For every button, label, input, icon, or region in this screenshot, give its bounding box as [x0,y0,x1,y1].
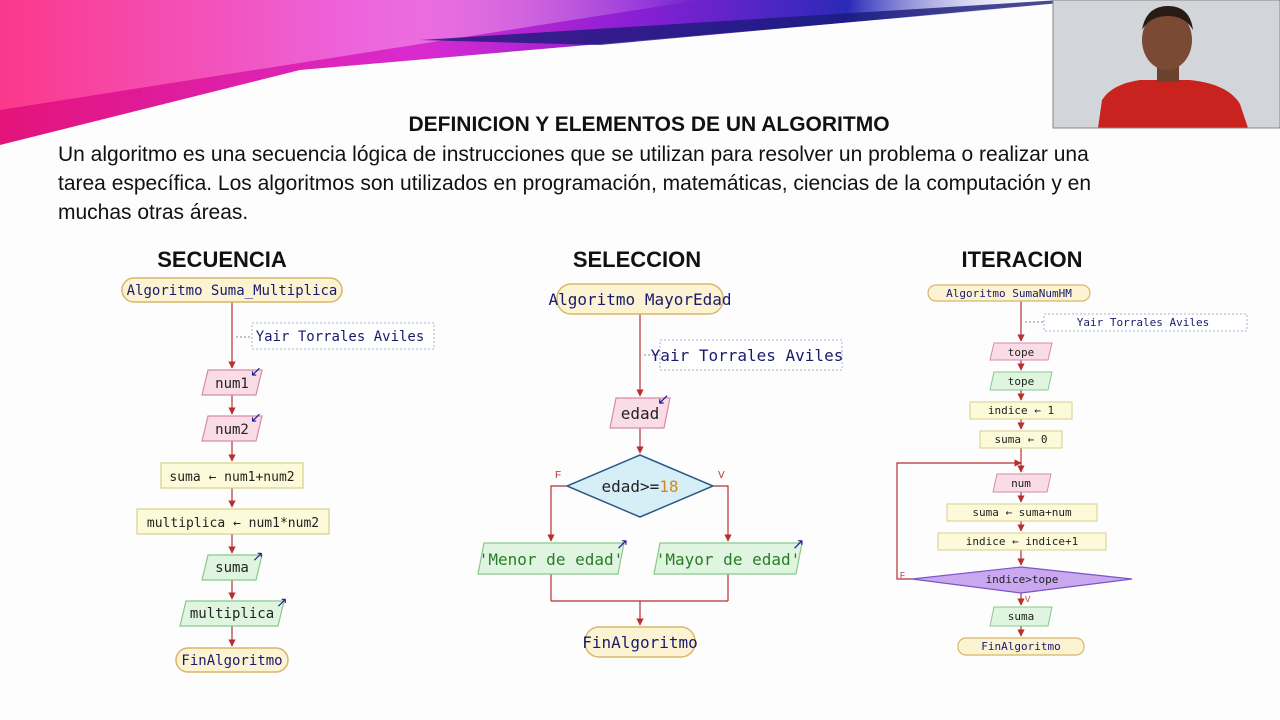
output-suma [201,554,263,581]
output-menor-label: 'Menor de edad' [479,550,624,569]
process-indice-inc [937,532,1107,551]
terminal-end-label: FinAlgoritmo [981,640,1060,653]
comment-box [659,339,843,371]
decorative-banner [0,0,1060,145]
terminal-end [584,626,696,658]
output-arrow-icon: ↗ [276,594,288,610]
output-multiplica-label: multiplica [190,606,274,622]
input-arrow-icon: ↙ [250,409,262,425]
input-arrow-icon: ↙ [250,363,262,379]
output-tope [989,371,1053,391]
comment-box [1043,313,1248,332]
input-num2 [201,415,263,442]
input-tope-label: tope [1008,346,1035,359]
false-branch-label: F [555,470,561,481]
decision-edad-label: edad>=18 [601,477,678,496]
process-multiplica [136,508,330,535]
slide-title: DEFINICION Y ELEMENTOS DE UN ALGORITMO [408,113,889,136]
heading-iteracion: ITERACION [962,247,1083,272]
decision-edad [565,454,715,518]
terminal-start-label: Algoritmo Suma_Multiplica [127,283,338,299]
terminal-end-label: FinAlgoritmo [181,653,282,669]
true-branch-label: V [1025,595,1031,604]
input-num1 [201,369,263,396]
input-edad-label: edad [621,404,660,423]
output-arrow-icon: ↗ [792,536,805,553]
body-line-3: muchas otras áreas. [58,201,248,224]
comment-label: Yair Torrales Aviles [1077,316,1209,329]
output-suma [989,606,1053,627]
terminal-start [121,277,343,303]
heading-secuencia: SECUENCIA [157,247,287,272]
process-indice [969,401,1073,420]
process-suma-label: suma ← num1+num2 [169,470,294,485]
input-num-label: num [1011,477,1031,490]
input-arrow-icon: ↙ [657,391,670,408]
output-arrow-icon: ↗ [252,548,264,564]
body-line-1: Un algoritmo es una secuencia lógica de … [58,143,1089,166]
input-num2-label: num2 [215,422,249,438]
comment-box [251,322,435,350]
process-suma-num-label: suma ← suma+num [972,506,1072,519]
input-tope [989,342,1053,361]
decision-indice-label: indice>tope [986,573,1059,586]
body-line-2: tarea específica. Los algoritmos son uti… [58,172,1091,195]
terminal-start [556,283,724,315]
flowchart-iteracion: Algoritmo SumaNumHM Yair Torrales Aviles… [896,284,1248,656]
output-suma-label: suma [215,560,249,576]
false-branch-label: F [900,571,905,580]
terminal-start-label: Algoritmo MayorEdad [548,290,731,309]
webcam-overlay [1052,0,1280,129]
terminal-end [957,637,1085,656]
output-suma-label: suma [1008,610,1035,623]
decision-indice [911,566,1133,594]
flowchart-seleccion: Algoritmo MayorEdad Yair Torrales Aviles… [477,283,844,658]
process-indice-inc-label: indice ← indice+1 [966,535,1079,548]
flowchart-secuencia: Algoritmo Suma_Multiplica Yair Torrales … [121,277,435,673]
process-multiplica-label: multiplica ← num1*num2 [147,516,319,531]
terminal-start [927,284,1091,302]
output-mayor [653,542,803,575]
input-num1-label: num1 [215,376,249,392]
comment-label: Yair Torrales Aviles [651,346,844,365]
process-suma [160,462,304,489]
heading-seleccion: SELECCION [573,247,701,272]
output-mayor-label: 'Mayor de edad' [656,550,801,569]
process-suma-label: suma ← 0 [995,433,1048,446]
person-head [1142,10,1192,70]
input-num [992,473,1052,493]
comment-label: Yair Torrales Aviles [256,329,425,345]
output-multiplica [179,600,285,627]
output-tope-label: tope [1008,375,1035,388]
true-branch-label: V [718,470,725,481]
output-menor [477,542,625,575]
process-indice-label: indice ← 1 [988,404,1054,417]
terminal-start-label: Algoritmo SumaNumHM [946,287,1072,300]
process-suma [979,430,1063,449]
input-edad [609,397,671,429]
output-arrow-icon: ↗ [616,536,629,553]
person-shirt [1098,80,1248,128]
terminal-end [175,647,289,673]
process-suma-num [946,503,1098,522]
terminal-end-label: FinAlgoritmo [582,633,698,652]
